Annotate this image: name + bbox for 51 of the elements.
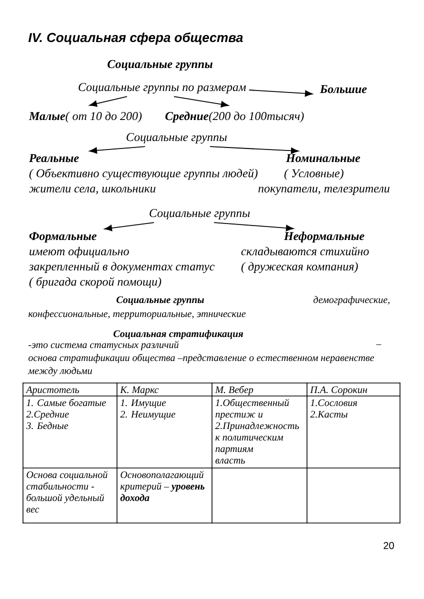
category-label: Большие (320, 85, 367, 94)
section-heading: Социальные группы (108, 60, 212, 71)
topic-label: Социальные группы по размерам (78, 83, 246, 94)
description-text: ( Объективно существующие группы людей) (29, 168, 258, 180)
cell-text: 1.Общественный престиж и (216, 398, 290, 420)
category-heading: Формальные (29, 232, 97, 243)
description-text: ( Условные) (284, 168, 344, 180)
page-title: IV. Социальная сфера общества (28, 32, 243, 45)
column-header: М. Вебер (215, 386, 254, 396)
column-header: К. Маркс (120, 386, 159, 396)
arrow (104, 222, 154, 232)
subheading: Социальная стратификация (114, 330, 243, 340)
cell-text: 2. Неимущие (120, 410, 176, 420)
arrow (89, 96, 128, 107)
category-heading: Номинальные (286, 154, 360, 162)
topic-label: Социальные группы (150, 209, 250, 220)
body-text: основа стратификации общества –представление о естественном неравенстве между людьми (28, 354, 374, 376)
cell-text: власть (216, 458, 245, 464)
cell-text: Основополагающий критерий –уровень дохода (120, 470, 204, 502)
description-text: ( дружеская компания) (241, 262, 358, 273)
column-header: Аристотель (26, 386, 79, 396)
description-text: закрепленный в документах статус (28, 262, 215, 273)
body-text: демографические, (314, 296, 390, 306)
description-text: складываются стихийно (241, 246, 369, 256)
arrow (89, 146, 146, 154)
description-text: жители села, школьники (29, 186, 156, 194)
category-label: Малые( от 10 до 200) (28, 112, 142, 123)
cell-text: 2.Касты (310, 410, 348, 418)
body-text: конфессиональные, территориальные, этнические (28, 310, 246, 320)
arrow (210, 146, 299, 154)
category-heading: Неформальные (284, 232, 364, 243)
cell-text: 1. Самые богатые (26, 398, 106, 406)
dash-text: – (376, 344, 382, 345)
column-header: П.А. Сорокин (310, 386, 368, 396)
cell-text: Основа социальной стабильности - большой удельный вес (26, 470, 108, 513)
category-label: Средние(200 до 100тысяч) (165, 112, 304, 123)
cell-text: 3. Бедные (26, 422, 68, 430)
description-text: покупатели, телезрители (258, 186, 390, 195)
category-heading: Реальные (29, 154, 79, 162)
topic-label: Социальные группы (126, 133, 227, 144)
description-text: ( бригада скорой помощи) (29, 277, 162, 288)
cell-text: 1.Сословия (310, 399, 357, 406)
description-text: имеют официально (30, 246, 129, 258)
subheading: Социальные группы (116, 296, 204, 306)
cell-text: 2.Средние (26, 410, 69, 420)
arrow (248, 90, 313, 97)
body-text: -это система статусных различий (28, 340, 179, 350)
page-number: 20 (384, 542, 394, 550)
arrow (174, 96, 229, 108)
arrow (214, 222, 294, 232)
cell-text: 1. Имущие (120, 399, 166, 408)
